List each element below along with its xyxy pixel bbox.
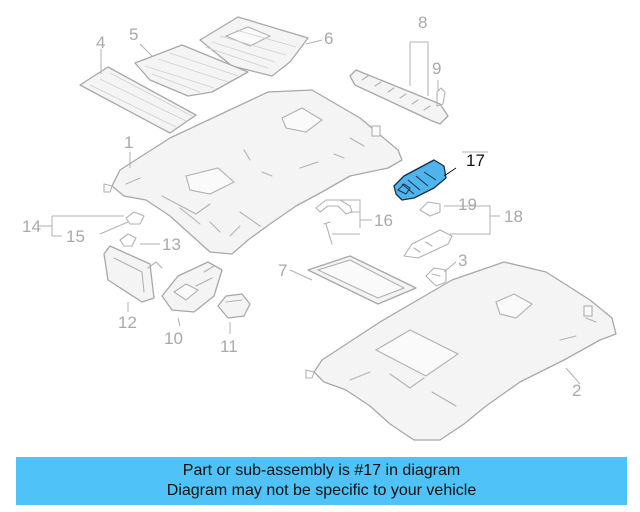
callout-15: 15 [66, 227, 85, 246]
callout-14: 14 [22, 217, 41, 236]
callout-19: 19 [458, 195, 477, 214]
part-10-console [161, 261, 223, 313]
part-12-sunvisor [103, 245, 163, 303]
part-7-frame [307, 255, 417, 305]
part-17-bracket [393, 159, 447, 201]
callout-7: 7 [278, 261, 287, 280]
parts-diagram: 4 5 6 8 9 1 17 14 15 13 12 10 11 16 19 1… [22, 13, 617, 441]
callout-18: 18 [504, 207, 523, 226]
part-13-clip [119, 233, 137, 247]
part-19-clip [419, 201, 441, 217]
callout-5: 5 [129, 25, 138, 44]
part-16-handle [315, 199, 353, 245]
callout-numbers: 4 5 6 8 9 1 17 14 15 13 12 10 11 16 19 1… [22, 13, 581, 400]
info-banner: Part or sub-assembly is #17 in diagram D… [16, 457, 627, 505]
callout-16: 16 [374, 211, 393, 230]
banner-line-disclaimer: Diagram may not be specific to your vehi… [166, 482, 477, 499]
callout-12: 12 [118, 313, 137, 332]
callout-9: 9 [432, 59, 441, 78]
part-2-headliner [305, 261, 617, 441]
callout-4: 4 [96, 33, 105, 52]
part-1-headliner [103, 89, 403, 255]
callout-13: 13 [162, 235, 181, 254]
part-6-pad [199, 16, 309, 77]
callout-6: 6 [324, 29, 333, 48]
callout-11: 11 [220, 337, 238, 356]
banner-line-part: Part or sub-assembly is #17 in diagram [182, 462, 461, 479]
callout-10: 10 [164, 329, 183, 348]
part-15-clip [125, 211, 145, 225]
part-4-pad [79, 66, 197, 134]
part-9-clip [436, 87, 446, 107]
part-5-pad [134, 44, 249, 97]
callout-17: 17 [466, 151, 485, 170]
callout-3: 3 [458, 251, 467, 270]
part-18-bar [403, 229, 453, 259]
callout-1: 1 [124, 133, 133, 152]
part-11-lamp [217, 293, 251, 319]
callout-leaders [38, 39, 581, 385]
part-3-clip [425, 267, 447, 287]
callout-8: 8 [418, 13, 427, 32]
callout-2: 2 [572, 381, 581, 400]
part-8-rail [349, 69, 449, 125]
